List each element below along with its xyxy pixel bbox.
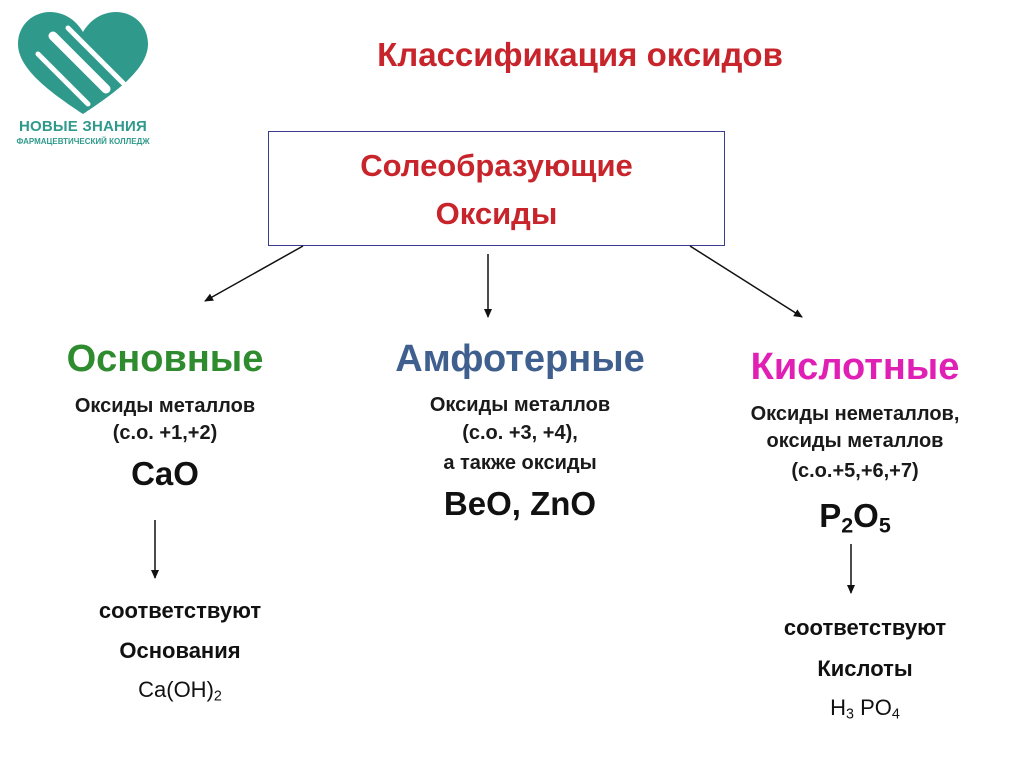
acidic-example-h: H <box>830 695 847 720</box>
basic-example: Ca(OH)2 <box>35 677 325 705</box>
basic-corresponds: соответствуют <box>98 598 262 623</box>
basic-heading-text: Основные <box>66 338 264 380</box>
basic-example-main: Ca(OH) <box>138 677 214 702</box>
basic-result: Основания <box>119 638 241 663</box>
basic-desc2: (с.о. +1,+2) <box>112 422 218 444</box>
acidic-example-po: PO <box>853 695 892 720</box>
top-box-line1: Солеобразующие <box>360 148 633 183</box>
acidic-result: Кислоты <box>817 656 913 681</box>
arrow-to-basic <box>204 245 304 302</box>
acidic-formula-p: P <box>819 497 842 534</box>
salt-forming-oxides-box: Солеобразующие Оксиды <box>268 131 725 246</box>
acidic-formula-o: O <box>853 497 879 534</box>
arrow-to-acidic <box>689 245 803 318</box>
basic-formula: CaO <box>131 455 199 492</box>
acidic-example-po-sub: 4 <box>891 706 900 723</box>
acidic-example-h-sub: 3 <box>846 706 854 723</box>
acidic-formula-p-sub: 2 <box>841 513 854 538</box>
logo-name: НОВЫЕ ЗНАНИЯ <box>18 118 148 135</box>
basic-heading: Основные <box>20 338 310 381</box>
amphoteric-heading: Амфотерные <box>345 338 695 381</box>
amphoteric-desc3: а также оксиды <box>443 452 597 474</box>
acidic-corresponds: соответствуют <box>783 615 947 640</box>
acidic-example: H3 PO4 <box>715 695 1015 723</box>
basic-example-sub: 2 <box>213 688 222 705</box>
top-box-line2: Оксиды <box>435 196 558 231</box>
acidic-desc3: (с.о.+5,+6,+7) <box>791 460 919 482</box>
acidic-formula-o-sub: 5 <box>878 513 891 538</box>
acidic-desc2: оксиды металлов <box>766 430 944 452</box>
amphoteric-heading-text: Амфотерные <box>395 338 645 380</box>
acidic-heading: Кислотные <box>705 346 1005 389</box>
basic-desc1: Оксиды металлов <box>74 395 256 417</box>
college-logo-icon <box>18 12 148 114</box>
acidic-formula: P2O5 <box>705 497 1005 538</box>
amphoteric-desc2: (с.о. +3, +4), <box>462 422 578 444</box>
logo-subtitle: ФАРМАЦЕВТИЧЕСКИЙ КОЛЛЕДЖ <box>16 137 150 146</box>
amphoteric-desc1: Оксиды металлов <box>429 394 611 416</box>
acidic-desc1: Оксиды неметаллов, <box>750 403 960 425</box>
amphoteric-formula: BeO, ZnO <box>443 485 597 522</box>
page-title: Классификация оксидов <box>377 36 783 73</box>
acidic-heading-text: Кислотные <box>750 346 960 388</box>
